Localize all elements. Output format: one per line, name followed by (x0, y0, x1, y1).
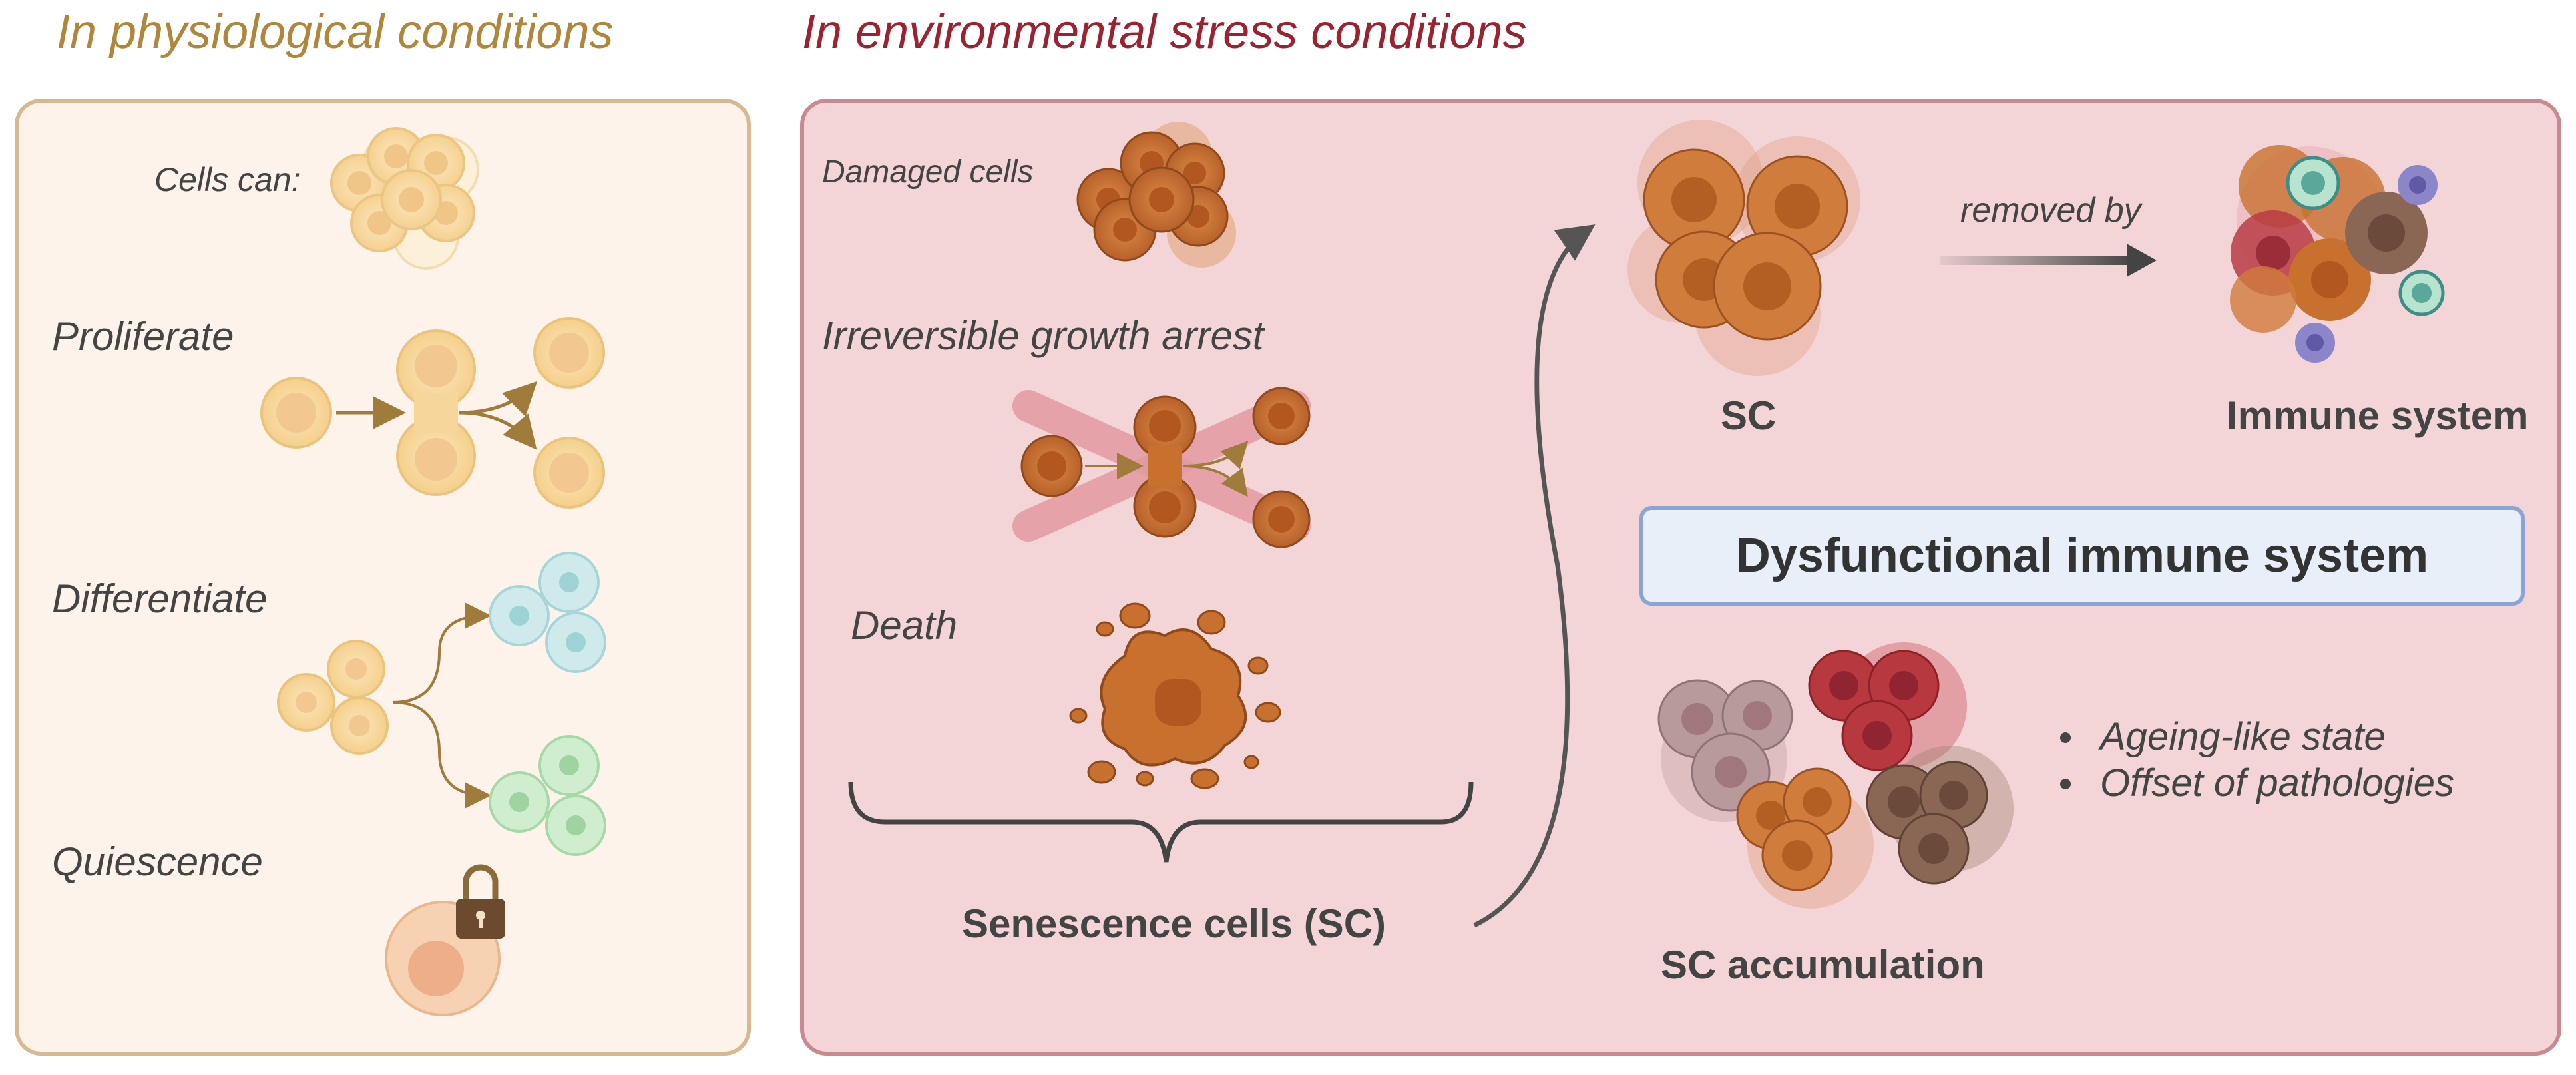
cells-can-label: Cells can: (154, 161, 301, 198)
bullet-ageing: Ageing-like state (2100, 715, 2386, 758)
sc-label: SC (1721, 393, 1777, 438)
immune-cell-icon (2230, 145, 2445, 363)
dysfunctional-immune-box: Dysfunctional immune system (1639, 506, 2525, 606)
bullet-dot (2060, 732, 2071, 743)
dead-cell-icon (1069, 602, 1281, 789)
cell-cluster-icon (330, 127, 479, 270)
removed-by-label: removed by (1960, 191, 2141, 230)
physiological-panel (15, 99, 751, 1056)
removed-by-arrow-icon (1940, 244, 2157, 277)
differentiate-diagram (277, 552, 606, 856)
dysfunctional-immune-label: Dysfunctional immune system (1735, 529, 2429, 582)
death-label: Death (851, 603, 958, 648)
proliferate-label: Proliferate (52, 314, 234, 359)
growth-arrest-label: Irreversible growth arrest (822, 314, 1264, 358)
quiescence-label: Quiescence (52, 839, 263, 884)
sc-accumulation-label: SC accumulation (1661, 943, 1985, 987)
bullet-pathologies: Offset of pathologies (2100, 761, 2454, 805)
immune-system-label: Immune system (2227, 393, 2529, 438)
senescence-cells-label: Senescence cells (SC) (962, 901, 1387, 946)
growth-arrest-diagram (1012, 387, 1311, 548)
damaged-cells-label: Damaged cells (822, 154, 1034, 190)
stress-header: In environmental stress conditions (802, 5, 1527, 59)
proliferate-diagram (260, 317, 605, 509)
damaged-cell-cluster-icon (1076, 122, 1236, 268)
padlock-icon (456, 864, 505, 939)
bullet-dot (2060, 779, 2071, 789)
differentiate-label: Differentiate (52, 576, 268, 621)
curved-arrow (1473, 224, 1596, 928)
sc-accumulation-icon (1657, 642, 2014, 909)
sc-cluster-icon (1627, 120, 1860, 376)
physiological-header: In physiological conditions (57, 5, 614, 59)
senescence-brace (848, 781, 1474, 863)
